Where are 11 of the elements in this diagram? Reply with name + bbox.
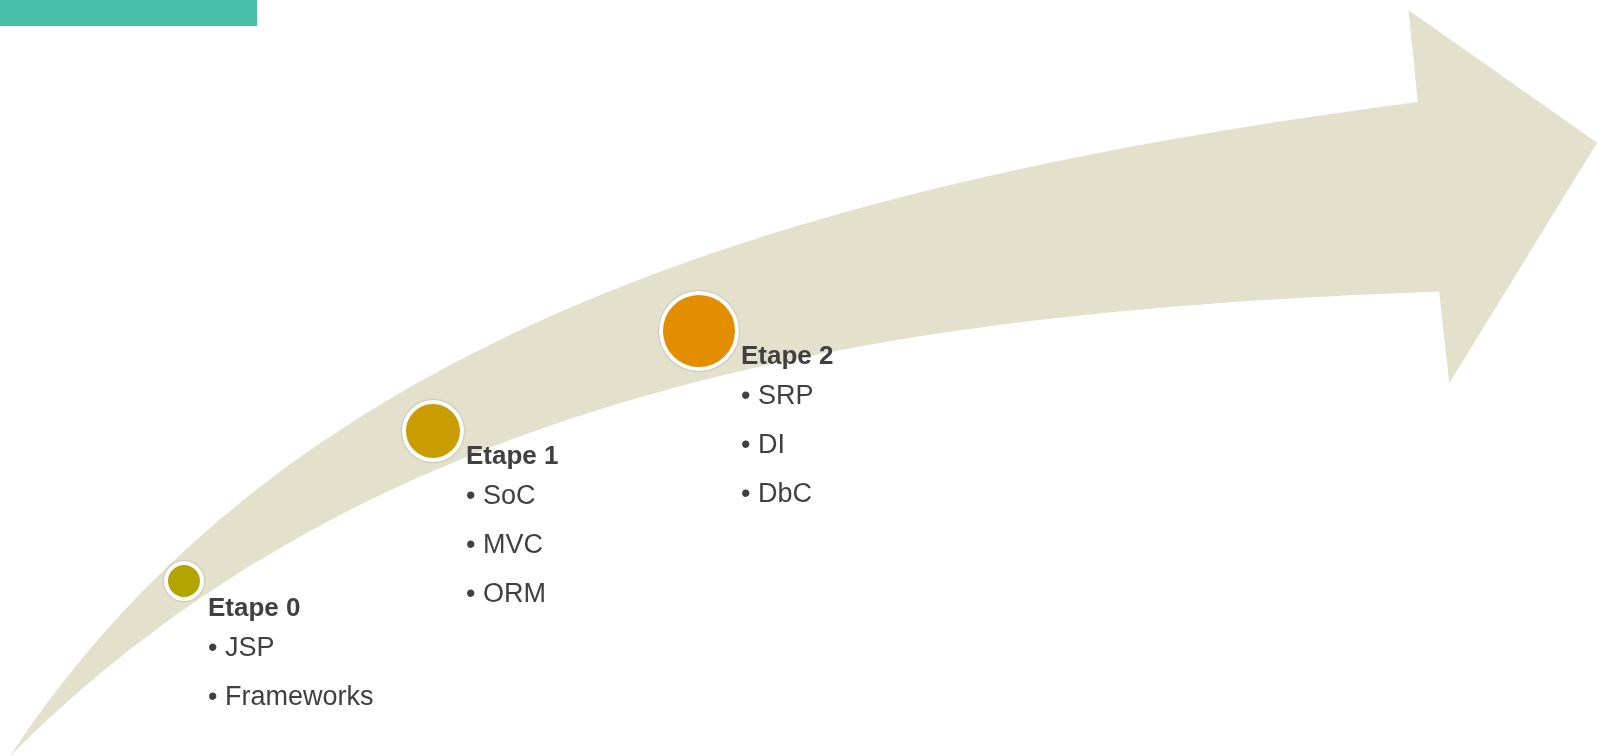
- bullet-item: • ORM: [466, 577, 547, 610]
- bullet-item: • Frameworks: [208, 680, 374, 713]
- bullet-item: • DI: [741, 428, 786, 461]
- bullet-item: • DbC: [741, 477, 813, 510]
- bullet-item: • MVC: [466, 528, 544, 561]
- stage-heading: Etape 0: [208, 591, 302, 623]
- bullet-item: • JSP: [208, 631, 276, 664]
- bullet-item: • SoC: [466, 479, 537, 512]
- stage-heading: Etape 2: [741, 339, 834, 371]
- bullet-item: • SRP: [741, 379, 815, 412]
- stage-heading: Etape 1: [466, 439, 559, 471]
